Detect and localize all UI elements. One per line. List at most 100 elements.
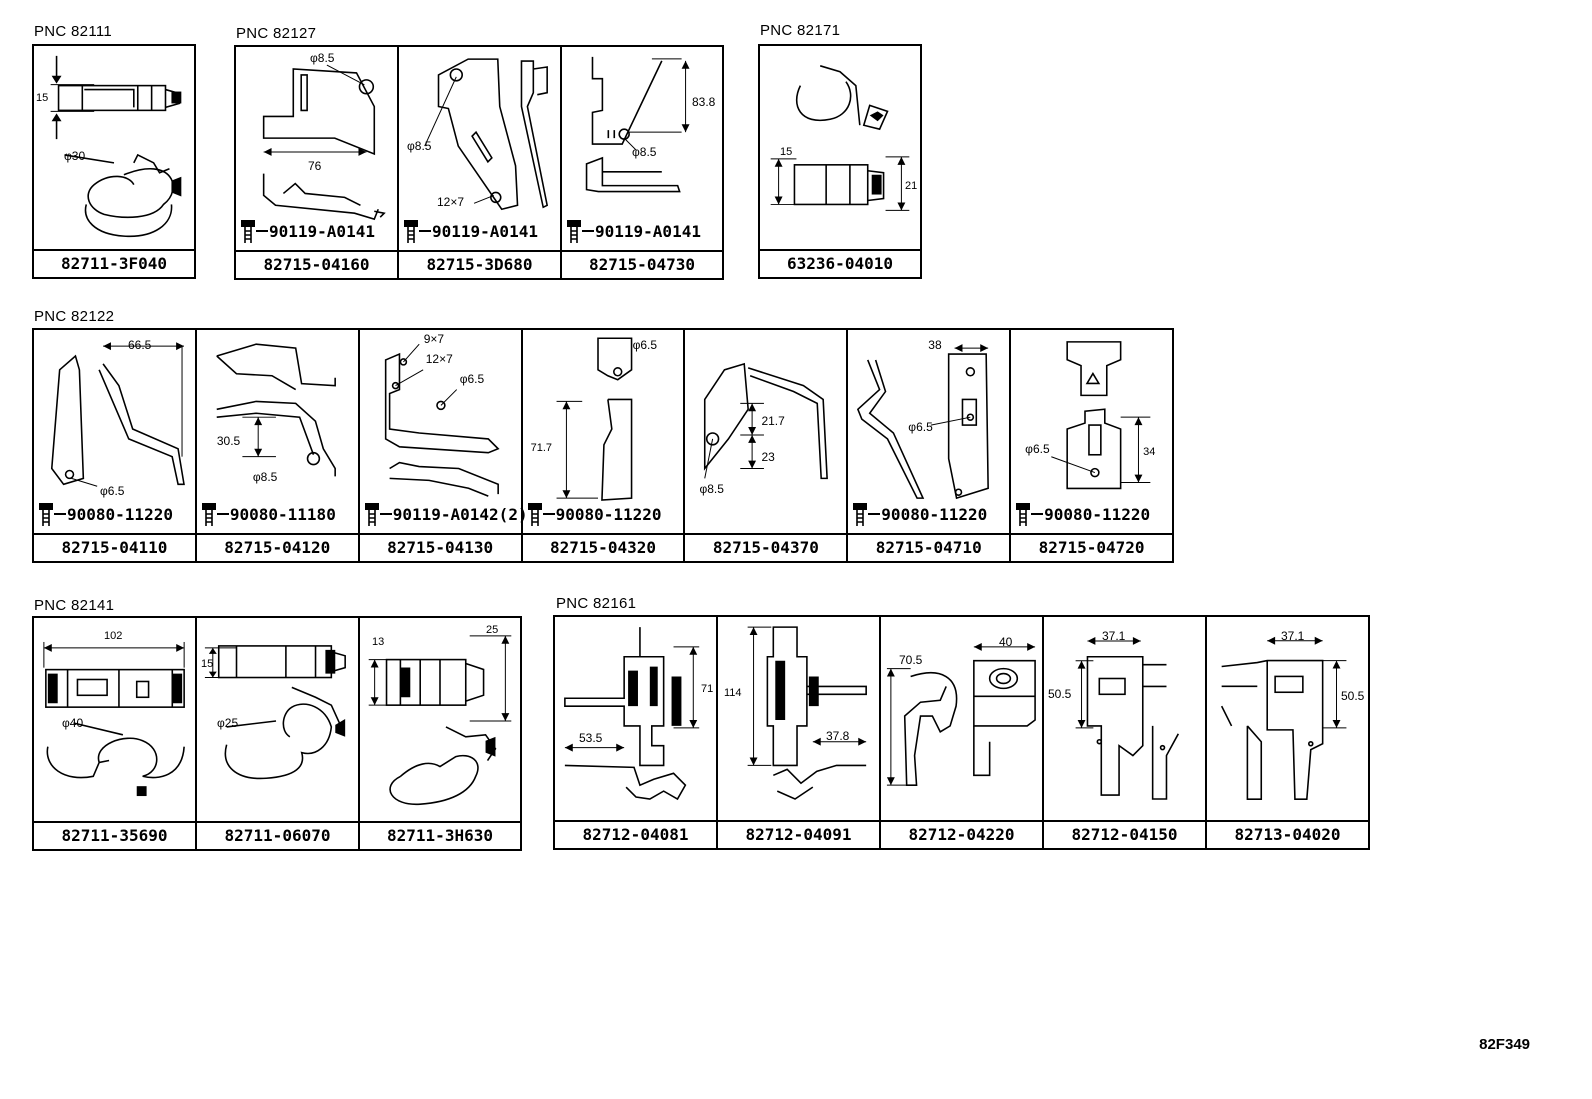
dim-height: 114 [724, 687, 742, 699]
pnc-82122-group: 66.5 φ6.5 90080-11220 82715-04110 30.5 φ… [32, 328, 1174, 563]
part-cell[interactable]: φ6.5 34 90080-11220 82715-04720 [1011, 330, 1173, 561]
bracket-drawing [562, 47, 722, 250]
part-cell[interactable]: 13 25 82711-3H630 [360, 618, 520, 849]
dim-slot: 9×7 [423, 332, 445, 346]
dim-hole: φ8.5 [632, 145, 657, 159]
bolt-callout: 90119-A0141 [403, 217, 538, 245]
part-number: 82715-04320 [522, 533, 684, 561]
part-number: 82713-04020 [1207, 820, 1368, 848]
bracket-drawing [236, 47, 397, 250]
part-number: 82715-04130 [359, 533, 521, 561]
bolt-callout: 90119-A0142(2) [364, 500, 528, 528]
dim-diameter: φ30 [64, 149, 86, 163]
bolt-icon [853, 503, 868, 526]
bolt-callout: 90080-11220 [527, 500, 662, 528]
part-cell[interactable]: 83.8 φ8.5 90119-A0141 82715-04730 [562, 47, 722, 278]
part-cell[interactable]: φ6.5 71.7 90080-11220 82715-04320 [522, 330, 686, 561]
part-number: 82715-3D680 [399, 250, 560, 278]
part-number: 82715-04160 [236, 250, 397, 278]
bolt-part-number: 90119-A0141 [269, 221, 375, 241]
figure-id: 82F349 [1479, 1036, 1530, 1053]
pnc-label: PNC 82122 [34, 308, 115, 325]
dim-width: 38 [928, 338, 942, 352]
bracket-drawing [34, 330, 195, 533]
clamp-drawing [34, 618, 195, 821]
pnc-label: PNC 82171 [760, 22, 841, 39]
dim-width: 102 [104, 630, 123, 642]
bracket-drawing [555, 617, 716, 820]
part-cell[interactable]: 21.7 23 φ8.5 82715-04370 [685, 330, 849, 561]
dim-height: 71.7 [530, 442, 552, 454]
dim-height: 15 [780, 146, 793, 158]
part-cell[interactable]: φ8.5 12×7 90119-A0141 82715-3D680 [399, 47, 562, 278]
part-cell[interactable]: 15 φ30 82711-3F040 [34, 46, 194, 277]
part-cell[interactable]: 114 37.8 82712-04091 [718, 617, 881, 848]
dim-width: 40 [999, 635, 1013, 649]
bolt-icon [567, 220, 581, 243]
part-cell[interactable]: 102 φ40 82711-35690 [34, 618, 197, 849]
dim-width: 66.5 [128, 338, 152, 352]
bracket-drawing [399, 47, 560, 250]
bolt-part-number: 90080-11220 [555, 504, 662, 524]
dim-hole: φ6.5 [632, 338, 658, 352]
bracket-drawing [1044, 617, 1205, 820]
bolt-part-number: 90080-11220 [1044, 504, 1151, 524]
part-number: 82715-04370 [685, 533, 847, 561]
bolt-icon [527, 503, 542, 526]
part-number: 82711-3H630 [360, 821, 520, 849]
part-cell[interactable]: 66.5 φ6.5 90080-11220 82715-04110 [34, 330, 197, 561]
part-number: 82712-04091 [718, 820, 879, 848]
bolt-callout: 90119-A0141 [240, 217, 375, 245]
part-cell[interactable]: 37.1 50.5 82713-04020 [1207, 617, 1368, 848]
bracket-drawing [360, 330, 521, 533]
bolt-icon [201, 503, 216, 526]
part-number: 82715-04120 [196, 533, 358, 561]
dim-diameter: φ40 [62, 716, 84, 730]
pnc-82141-group: 102 φ40 82711-35690 15 φ25 82711-06070 [32, 616, 522, 851]
bolt-callout: 90080-11220 [38, 500, 173, 528]
pnc-label: PNC 82161 [556, 595, 637, 612]
bracket-drawing [685, 330, 846, 533]
pnc-82111-group: 15 φ30 82711-3F040 [32, 44, 196, 279]
part-number: 82711-35690 [34, 821, 195, 849]
part-cell[interactable]: 15 φ25 82711-06070 [197, 618, 360, 849]
part-cell[interactable]: 30.5 φ8.5 90080-11180 82715-04120 [196, 330, 360, 561]
bolt-icon [1016, 503, 1031, 526]
dim-width: 37.1 [1102, 629, 1126, 643]
dim-hole: φ8.5 [252, 470, 278, 484]
bolt-callout: 90119-A0141 [566, 217, 701, 245]
bolt-icon [39, 503, 53, 526]
pnc-82161-group: 71 53.5 82712-04081 114 37.8 82712-04091 [553, 615, 1370, 850]
dim-height: 23 [761, 450, 775, 464]
pnc-label: PNC 82141 [34, 597, 115, 614]
part-cell[interactable]: 71 53.5 82712-04081 [555, 617, 718, 848]
clamp-drawing [34, 46, 194, 249]
part-cell[interactable]: 37.1 50.5 82712-04150 [1044, 617, 1207, 848]
part-cell[interactable]: 9×7 12×7 φ6.5 90119-A0142(2) 82715-04130 [359, 330, 528, 561]
bracket-drawing [881, 617, 1042, 820]
part-cell[interactable]: 38 φ6.5 90080-11220 82715-04710 [848, 330, 1012, 561]
dim-hole: φ6.5 [1025, 442, 1050, 456]
dim-slot: 12×7 [425, 352, 453, 366]
dim-diameter: φ25 [217, 716, 239, 730]
part-number: 82712-04220 [881, 820, 1042, 848]
part-cell[interactable]: 15 21 63236-04010 [760, 46, 920, 277]
dim-height: 15 [201, 658, 214, 670]
part-cell[interactable]: φ8.5 76 90119-A0141 82715-04160 [236, 47, 399, 278]
bracket-drawing [718, 617, 879, 820]
bracket-drawing [1207, 617, 1368, 820]
part-number: 63236-04010 [760, 249, 920, 277]
part-cell[interactable]: 70.5 40 82712-04220 [881, 617, 1044, 848]
part-number: 82711-06070 [197, 821, 358, 849]
clamp-drawing [360, 618, 520, 821]
part-number: 82715-04110 [34, 533, 195, 561]
bolt-part-number: 90080-11220 [67, 504, 173, 524]
dim-height: 30.5 [216, 434, 241, 448]
bracket-drawing [197, 330, 358, 533]
bolt-icon [364, 503, 379, 526]
dim-height: 13 [372, 636, 385, 648]
dim-hole: φ6.5 [459, 372, 485, 386]
part-number: 82715-04710 [848, 533, 1010, 561]
bolt-callout: 90080-11180 [201, 500, 336, 528]
dim-height: 21.7 [761, 414, 785, 428]
